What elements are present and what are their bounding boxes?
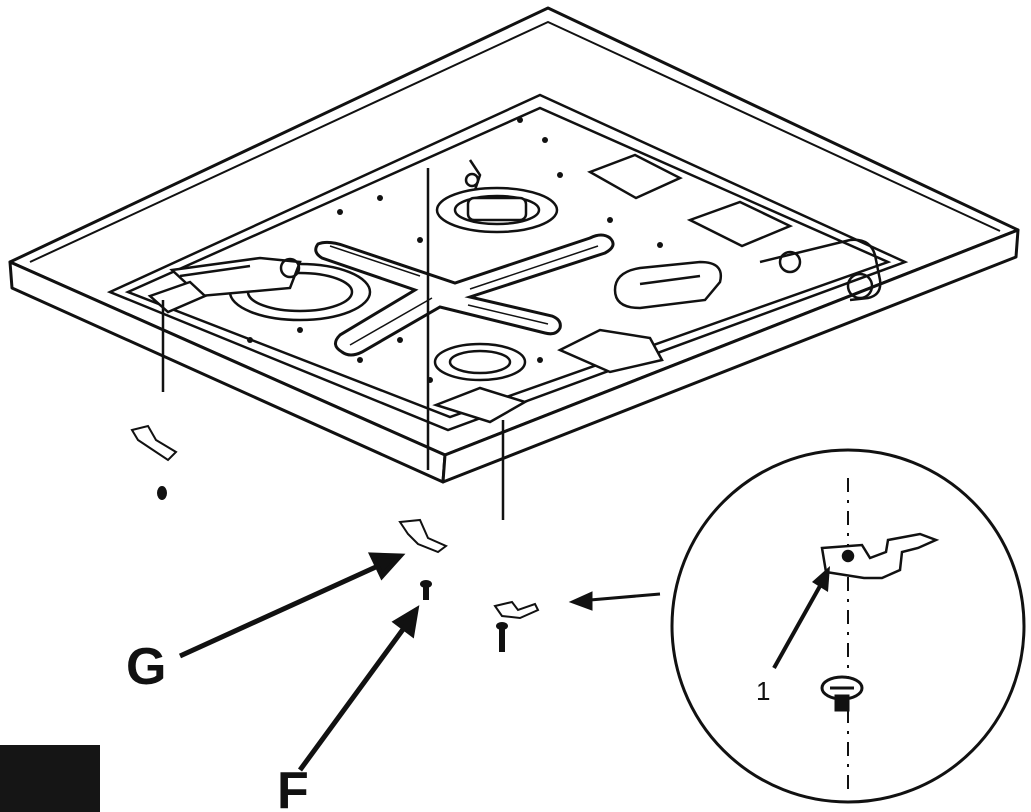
arrow-detail-head [568,591,593,611]
panel-right-edge [441,228,1020,484]
mounting-holes [247,117,663,383]
right-mounting-plate [686,200,794,248]
label-1: 1 [756,676,770,706]
black-redaction-box [0,745,100,812]
drain-pipe [759,238,882,302]
alignment-lines [161,168,505,520]
callout-arrows [178,552,661,772]
unit-body [106,93,909,432]
label-g: G [126,638,166,696]
bottom-fan-housing [433,342,527,382]
detail-screw [820,675,864,712]
arrow-one-shaft [772,585,822,669]
top-fan-housing [435,159,559,234]
screw-center [420,580,432,600]
bracket-left [130,424,178,462]
detail-magnifier: 1 [670,448,1026,804]
lower-right-bracket [557,328,664,374]
unit-frame-inner [124,106,892,419]
bracket-right [493,600,540,620]
unit-frame [106,93,909,432]
label-f: F [277,762,309,812]
arrow-g-shaft [178,563,380,659]
cross-channel [314,233,615,357]
arrow-f-shaft [297,626,407,772]
arrow-g-head [367,552,406,581]
arrow-one-head [812,566,830,592]
upper-mounting-plate [587,153,683,200]
right-slot-housing [613,260,723,310]
bracket-center [398,518,448,554]
detail-circle [670,448,1026,804]
detail-bracket [820,532,940,580]
arrow-detail-shaft [589,592,661,602]
screw-left [157,486,167,500]
exploded-parts [130,424,540,652]
front-corner-bracket [432,386,529,424]
arrow-f-head [391,605,420,639]
panel-bevel-line [29,21,1001,263]
screw-right [496,622,508,652]
